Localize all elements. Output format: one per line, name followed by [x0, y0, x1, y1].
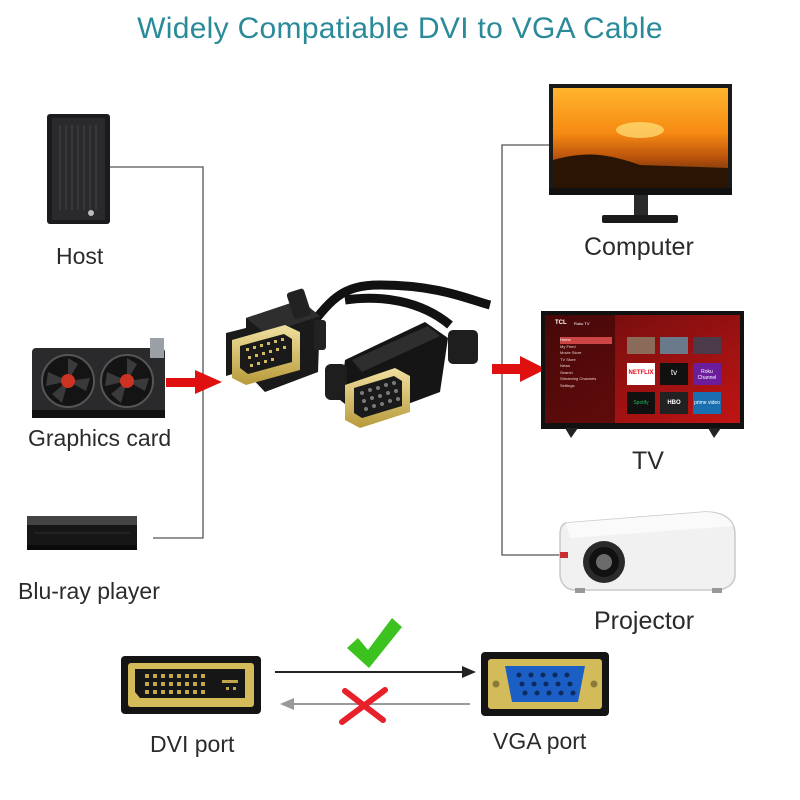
tv-menu-item: My Feed: [560, 343, 576, 349]
graphics-card-icon: [32, 338, 165, 418]
tv-menu-item: Home: [560, 337, 612, 344]
tv-menu-item: News: [560, 363, 571, 368]
tv-tile-label: Spotify: [633, 400, 649, 406]
dvi-to-vga-arrow: [275, 666, 476, 678]
dvi-port-icon: [121, 656, 261, 714]
page-title: Widely Compatiable DVI to VGA Cable: [137, 12, 663, 45]
computer-monitor-icon: [549, 84, 732, 223]
tv-menu: Home My Feed Movie Store TV Store News S…: [560, 337, 612, 389]
bluray-player-label: Blu-ray player: [18, 578, 160, 604]
tv-tile-label: HBO: [667, 400, 681, 406]
host-pc-icon: [47, 114, 110, 224]
dvi-vga-cable-icon: [226, 280, 492, 428]
check-icon: [347, 618, 402, 668]
output-arrow-icon: [492, 356, 546, 382]
tv-label: TV: [632, 447, 664, 475]
tv-menu-item: TV Store: [560, 356, 576, 362]
projector-label: Projector: [594, 607, 695, 635]
cross-icon: [339, 687, 388, 725]
tv-tile-label: NETFLIX: [628, 370, 654, 376]
input-arrow-icon: [166, 370, 222, 394]
dvi-port-label: DVI port: [150, 731, 235, 757]
tv-menu-item: Search: [560, 369, 573, 375]
tv-menu-item: Settings: [560, 382, 575, 388]
projector-icon: [559, 511, 736, 593]
bluray-player-icon: [27, 516, 137, 550]
tv-tile-label: tv: [670, 368, 678, 377]
source-connection-lines: [110, 166, 204, 539]
graphics-card-label: Graphics card: [28, 425, 172, 451]
tv-tile-label: Roku Channel: [697, 369, 717, 381]
tv-tile-label: prime video: [694, 400, 720, 406]
tv-brand-label: TCL: [555, 320, 567, 326]
vga-to-dvi-arrow: [280, 698, 470, 710]
vga-port-icon: [481, 652, 609, 716]
vga-port-label: VGA port: [493, 728, 587, 754]
tv-tile-grid: [627, 337, 721, 414]
host-label: Host: [56, 243, 104, 269]
tv-menu-item: Movie Store: [560, 350, 582, 355]
computer-label: Computer: [584, 233, 694, 261]
tv-os-label: Roku TV: [574, 321, 590, 326]
tv-menu-item: Streaming Channels: [560, 376, 597, 381]
target-connection-lines: [501, 144, 562, 556]
